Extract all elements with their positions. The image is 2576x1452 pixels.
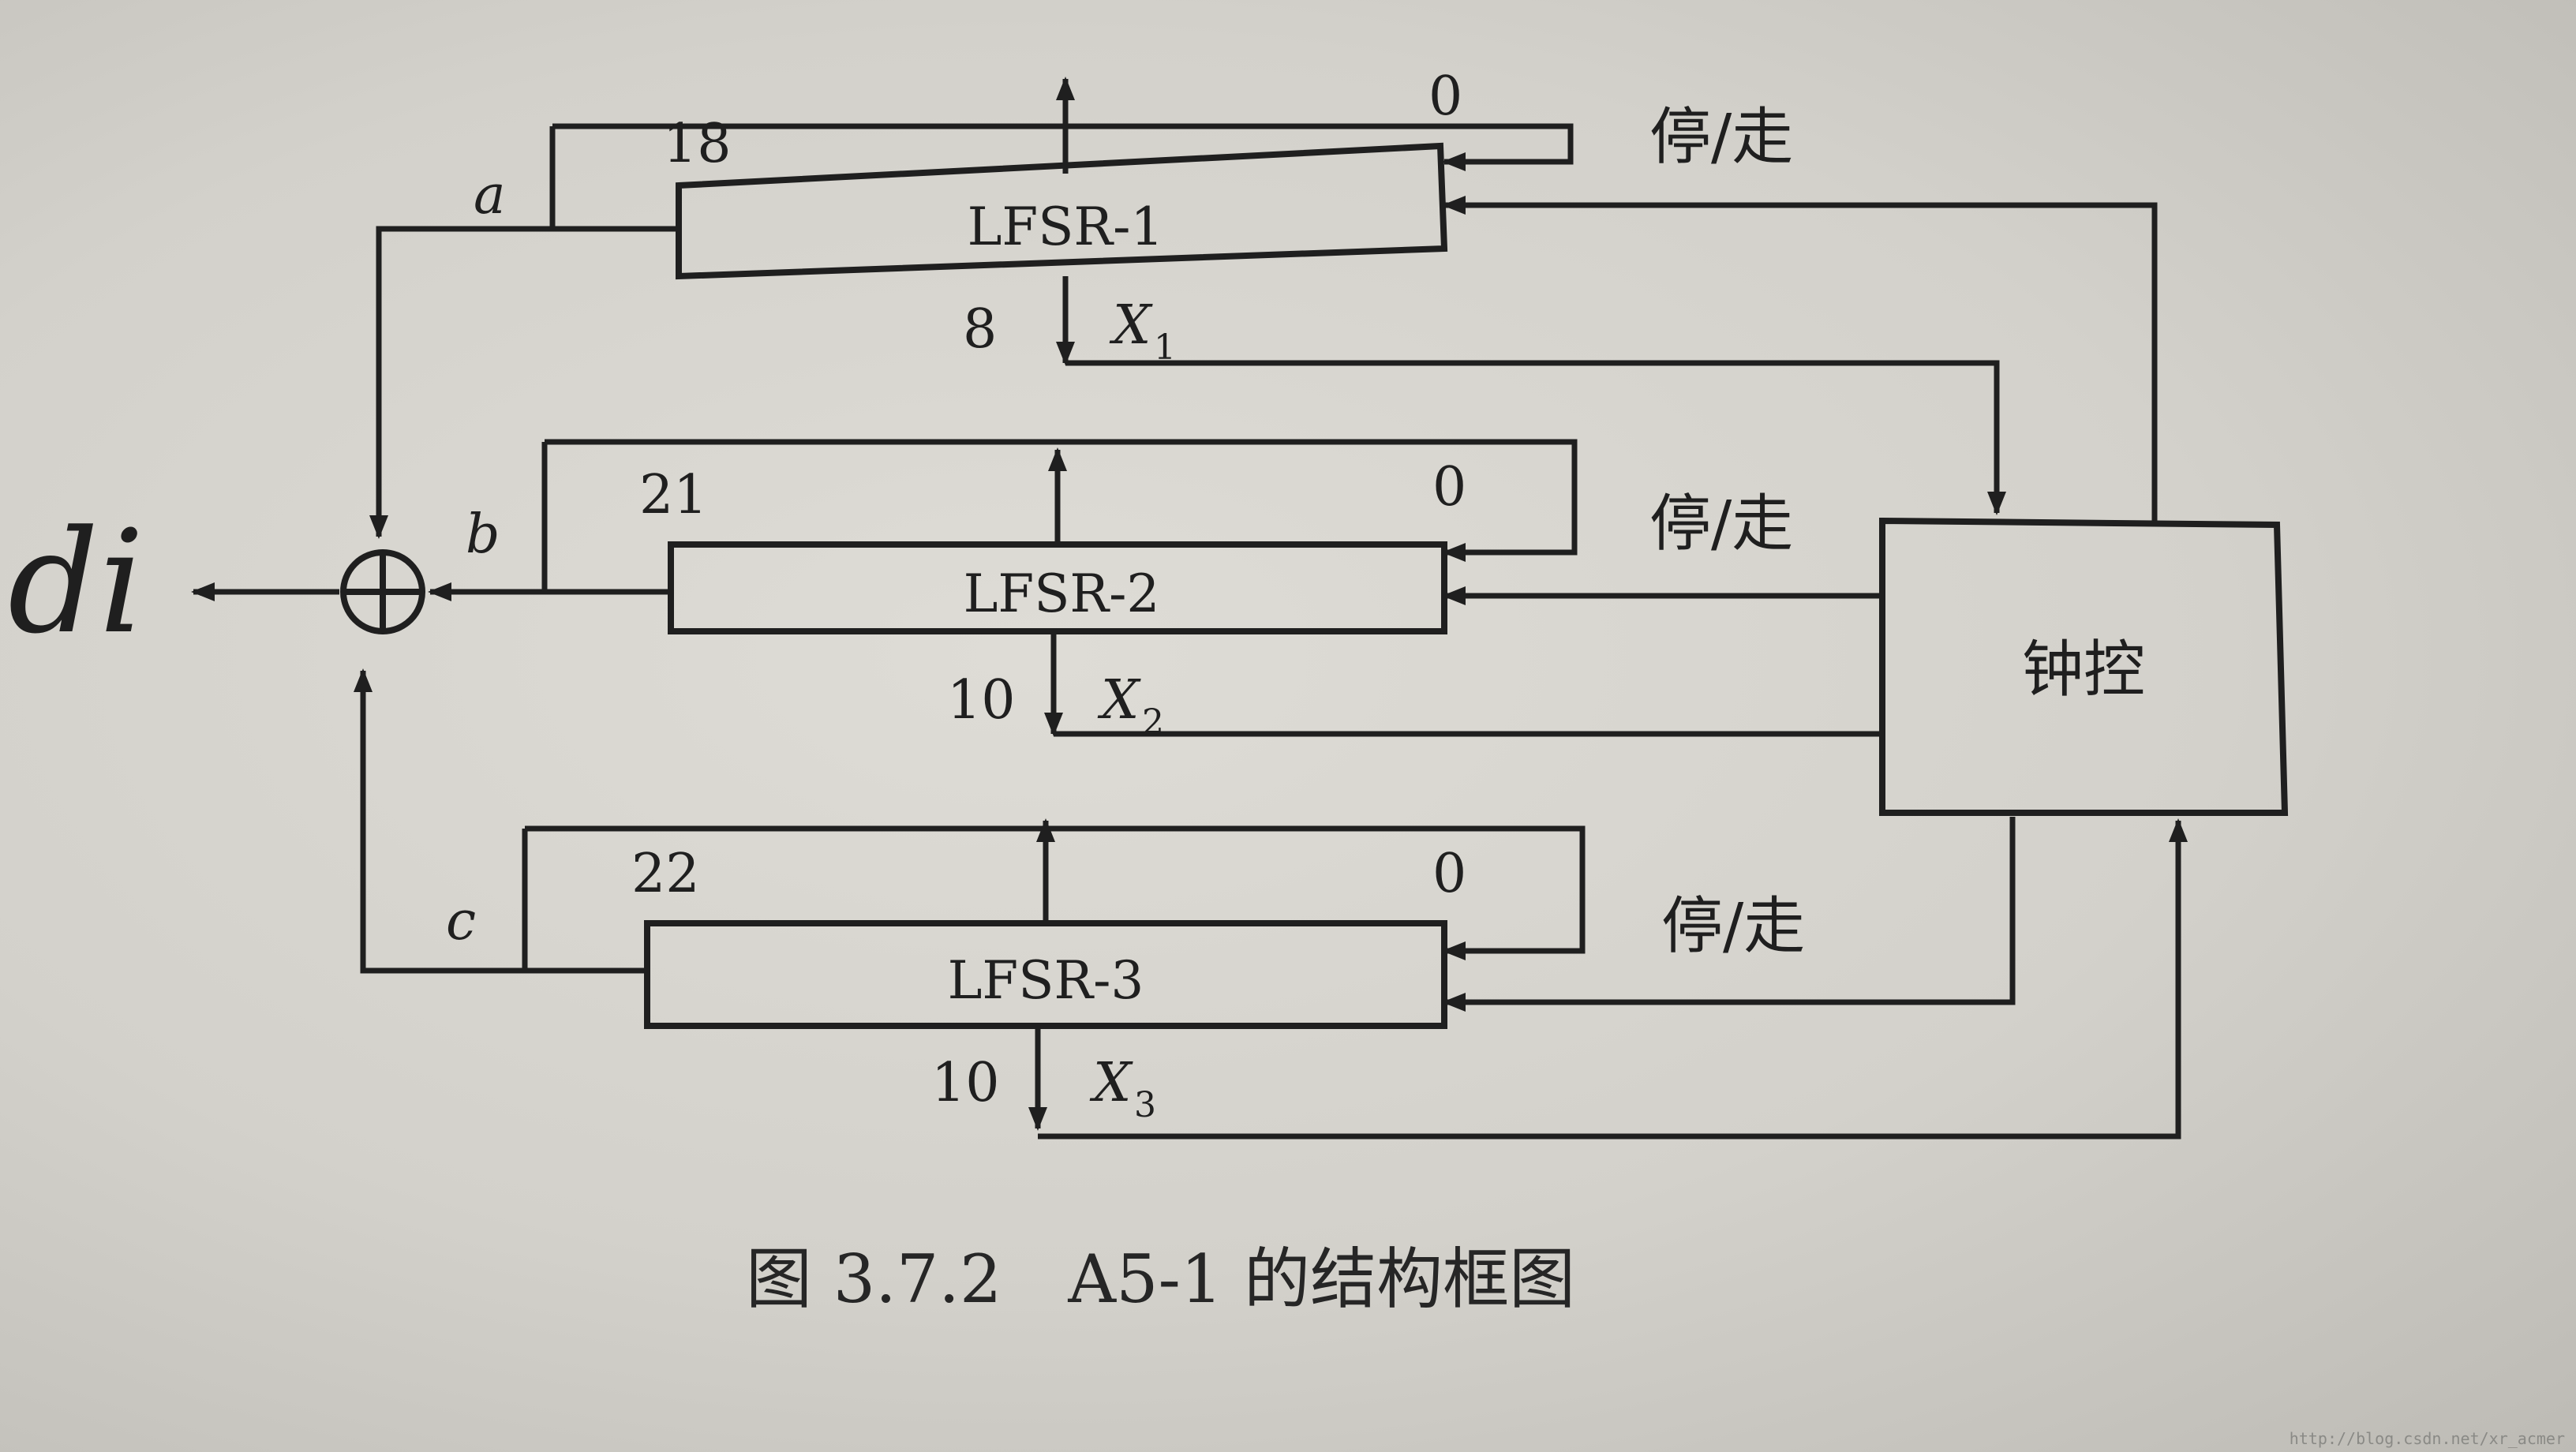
output-var-b: b bbox=[466, 503, 500, 566]
lfsr3-label: LFSR-3 bbox=[948, 950, 1144, 1011]
lfsr3-right-bit: 0 bbox=[1432, 843, 1466, 905]
watermark: http://blog.csdn.net/xr_acmer bbox=[2290, 1429, 2565, 1448]
lfsr3-clock-to-control bbox=[1038, 818, 2188, 1140]
lfsr1-right-bit: 0 bbox=[1428, 65, 1462, 128]
lfsr2-clock-var: X bbox=[1097, 669, 1141, 732]
control-to-lfsr3 bbox=[1442, 817, 2016, 1012]
lfsr2-right-bit: 0 bbox=[1432, 456, 1466, 518]
lfsr1-output-line bbox=[369, 226, 679, 539]
lfsr2-label: LFSR-2 bbox=[964, 563, 1160, 624]
lfsr3-clock-var: X bbox=[1089, 1052, 1133, 1114]
clock-control-box bbox=[1879, 517, 2289, 816]
lfsr2-tap: 10 bbox=[947, 669, 1016, 732]
lfsr2-stop-go-label: 停/走 bbox=[1649, 488, 1793, 559]
wiring bbox=[191, 77, 2188, 1140]
lfsr3-stop-go-label: 停/走 bbox=[1661, 891, 1805, 962]
lfsr1-tap: 8 bbox=[963, 298, 997, 361]
output-label: di bbox=[8, 500, 144, 665]
control-to-lfsr1 bbox=[1442, 196, 2158, 521]
output-var-a: a bbox=[474, 164, 506, 226]
lfsr3-left-bit: 22 bbox=[631, 843, 700, 905]
output-var-c: c bbox=[446, 890, 476, 952]
lfsr1-left-bit: 18 bbox=[663, 113, 732, 175]
lfsr3-box bbox=[644, 920, 1447, 1029]
lfsr1-clock-var: X bbox=[1109, 294, 1153, 357]
clock-control-label: 钟控 bbox=[2022, 634, 2145, 705]
lfsr1-box bbox=[676, 142, 1448, 280]
lfsr1-feedback-line bbox=[552, 123, 1574, 171]
lfsr2-feedback-line bbox=[545, 439, 1578, 562]
lfsr1-clock-sub: 1 bbox=[1154, 327, 1176, 368]
registers bbox=[644, 142, 2289, 1029]
lfsr1-label: LFSR-1 bbox=[968, 196, 1164, 257]
figure-caption: 图 3.7.2 A5-1 的结构框图 bbox=[746, 1241, 1575, 1318]
lfsr1-clock-to-control bbox=[1065, 360, 2006, 515]
lfsr3-clock-sub: 3 bbox=[1134, 1085, 1156, 1125]
lfsr1-stop-go-label: 停/走 bbox=[1649, 102, 1793, 173]
xor-icon bbox=[340, 549, 425, 634]
lfsr2-box bbox=[668, 541, 1447, 634]
lfsr3-tap: 10 bbox=[931, 1052, 1000, 1114]
lfsr3-output-line bbox=[354, 668, 647, 974]
lfsr2-left-bit: 21 bbox=[639, 464, 708, 526]
lfsr2-clock-sub: 2 bbox=[1142, 702, 1164, 743]
